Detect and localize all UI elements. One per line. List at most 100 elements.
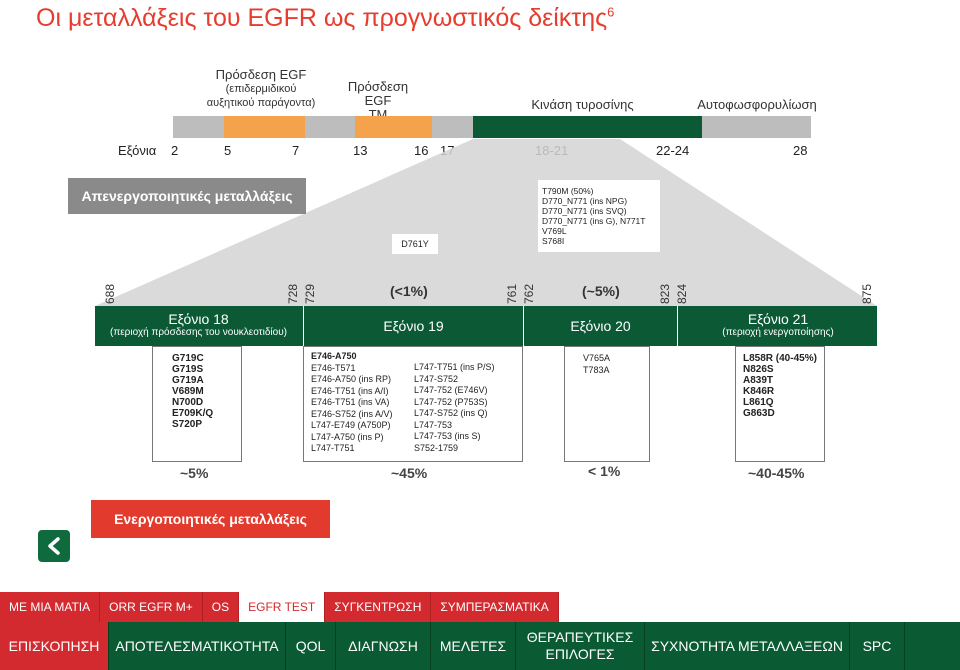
exon18-frequency: ~5% — [180, 465, 209, 481]
position-number: 688 — [103, 283, 117, 304]
exon-number: 28 — [793, 143, 808, 158]
domain-label-kinase: Κινάση τυροσίνης — [531, 97, 634, 112]
resistance-mutations-box: T790M (50%) D770_N771 (ins NPG) D770_N77… — [538, 180, 660, 252]
position-number: 875 — [860, 283, 874, 304]
mutation-item: T783A — [583, 364, 610, 375]
nav-efficacy[interactable]: ΑΠΟΤΕΛΕΣΜΑΤΙΚΟΤΗΤΑ — [109, 622, 286, 670]
mutation-item: L747-E749 (A750P) — [311, 420, 391, 430]
mutation-item: L747-S752 (ins Q) — [414, 408, 488, 418]
mutation-item: L858R (40-45%) — [743, 353, 817, 364]
tab-orr-egfr[interactable]: ORR EGFR M+ — [100, 592, 203, 622]
exon-19-box: Εξόνιο 19 — [303, 306, 523, 346]
domain-label-egf-binding-1: Πρόσδεση EGF (επιδερμιδικού αυξητικού πα… — [206, 67, 316, 110]
mutation-item: L747-T751 (ins P/S) — [414, 362, 495, 372]
mutation-item: L747-A750 (ins P) — [311, 431, 384, 442]
tab-egfr-test[interactable]: EGFR TEST — [239, 592, 326, 622]
d761y-label: D761Y — [392, 234, 438, 254]
bar-segment-gray-1 — [173, 116, 224, 138]
bar-segment-gray-2 — [305, 116, 355, 138]
mutation-item: L747-752 (E746V) — [414, 385, 488, 395]
top-nav: ΜΕ ΜΙΑ ΜΑΤΙΑ ORR EGFR M+ OS EGFR TEST ΣΥ… — [0, 592, 559, 622]
exon19-top-percentage: (<1%) — [390, 283, 428, 299]
position-number: 824 — [675, 283, 689, 304]
tab-summary[interactable]: ΣΥΓΚΕΝΤΡΩΣΗ — [325, 592, 432, 622]
mutation-item: L747-T751 — [311, 443, 355, 453]
mutation-item: D770_N771 (ins SVQ) — [542, 206, 627, 216]
exon21-mutations-box: L858R (40-45%) N826S A839T K846R L861Q G… — [735, 346, 825, 462]
bar-segment-kinase — [473, 116, 702, 138]
mutation-item: E746-A750 — [311, 351, 357, 361]
exon-18-box: Εξόνιο 18(περιοχή πρόσδεσης του νουκλεοτ… — [109, 311, 287, 338]
nav-mutation-frequency[interactable]: ΣΥΧΝΟΤΗΤΑ ΜΕΤΑΛΛΑΞΕΩΝ — [645, 622, 850, 670]
mutation-item: K846R — [743, 386, 775, 397]
mutation-item: E746-A750 (ins RP) — [311, 374, 392, 384]
back-button[interactable] — [38, 530, 70, 562]
nav-qol[interactable]: QOL — [286, 622, 336, 670]
mutation-item: G719S — [172, 364, 204, 375]
mutation-item: S768I — [542, 236, 565, 246]
mutation-item: N826S — [743, 364, 774, 375]
tab-conclusions[interactable]: ΣΥΜΠΕΡΑΣΜΑΤΙΚΑ — [431, 592, 559, 622]
nav-diagnosis[interactable]: ΔΙΑΓΝΩΣΗ — [336, 622, 431, 670]
mutation-item: L861Q — [743, 397, 774, 408]
position-number: 762 — [522, 283, 536, 304]
mutation-item: S752-1759 — [414, 442, 459, 453]
exon-number: 5 — [224, 143, 232, 158]
exon20-frequency: < 1% — [588, 463, 621, 479]
inactivating-mutations-label: Απενεργοποιητικές μεταλλάξεις — [68, 178, 306, 214]
activating-mutations-label: Ενεργοποιητικές μεταλλάξεις — [91, 500, 330, 538]
mutation-item: E746-T751 (ins VA) — [311, 397, 390, 407]
exons-row-label: Εξόνια — [118, 143, 157, 158]
exon19-mutations-box: E746-A750 E746-T571 E746-A750 (ins RP) E… — [303, 346, 523, 462]
mutation-item: A839T — [743, 375, 774, 386]
position-number: 728 — [286, 283, 300, 304]
exon20-mutations-box: V765A T783A — [564, 346, 650, 462]
mutation-item: N700D — [172, 397, 204, 408]
mutation-item: E746-T571 — [311, 362, 356, 373]
exon18-mutations-box: G719C G719S G719A V689M N700D E709K/Q S7… — [152, 346, 242, 462]
mutation-item: G863D — [743, 408, 775, 419]
exon-number: 2 — [171, 143, 179, 158]
nav-spc[interactable]: SPC — [850, 622, 905, 670]
bar-segment-egf-1 — [224, 116, 305, 138]
position-number: 729 — [303, 283, 317, 304]
mutation-item: G719A — [172, 375, 204, 386]
exon20-top-percentage: (~5%) — [582, 283, 620, 299]
tab-overview-glance[interactable]: ΜΕ ΜΙΑ ΜΑΤΙΑ — [0, 592, 101, 622]
mutation-item: D770_N771 (ins G), N771T — [542, 216, 646, 226]
mutation-item: E746-T751 (ins A/I) — [311, 385, 389, 396]
mutation-item: T790M (50%) — [542, 186, 594, 196]
chevron-left-icon — [48, 537, 60, 555]
mutation-item: E709K/Q — [172, 408, 214, 419]
exon-21-box: Εξόνιο 21(περιοχή ενεργοποίησης) — [677, 306, 878, 346]
mutation-item: G719C — [172, 353, 204, 364]
domain-label-autophosphorylation: Αυτοφωσφορυλίωση — [697, 97, 817, 112]
bar-segment-gray-3 — [432, 116, 473, 138]
bottom-nav: ΕΠΙΣΚΟΠΗΣΗ ΑΠΟΤΕΛΕΣΜΑΤΙΚΟΤΗΤΑ QOL ΔΙΑΓΝΩ… — [0, 622, 960, 670]
mutation-item: D770_N771 (ins NPG) — [542, 196, 628, 206]
bar-segment-egf-2 — [355, 116, 432, 138]
mutation-item: V765A — [583, 353, 611, 363]
exon21-frequency: ~40-45% — [748, 465, 805, 481]
mutation-item: V689M — [172, 386, 204, 397]
mutation-item: L747-753 (ins S) — [414, 431, 481, 441]
position-number: 761 — [505, 283, 519, 304]
position-number: 823 — [658, 283, 672, 304]
mutation-item: E746-S752 (ins A/V) — [311, 408, 393, 419]
mutation-item: V769L — [542, 226, 567, 236]
exon19-frequency: ~45% — [391, 465, 428, 481]
tab-os[interactable]: OS — [202, 592, 240, 622]
bar-segment-autophosphorylation — [702, 116, 811, 138]
nav-studies[interactable]: ΜΕΛΕΤΕΣ — [431, 622, 516, 670]
exon-20-box: Εξόνιο 20 — [523, 306, 677, 346]
exons-bar — [95, 306, 877, 346]
nav-overview[interactable]: ΕΠΙΣΚΟΠΗΣΗ — [0, 622, 109, 670]
mutation-item: L747-753 — [414, 419, 453, 430]
exon-number: 7 — [292, 143, 300, 158]
exon-number: 16 — [414, 143, 429, 158]
mutation-item: L747-752 (P753S) — [414, 396, 488, 407]
exon-number: 13 — [353, 143, 368, 158]
mutation-item: L747-S752 — [414, 373, 459, 384]
